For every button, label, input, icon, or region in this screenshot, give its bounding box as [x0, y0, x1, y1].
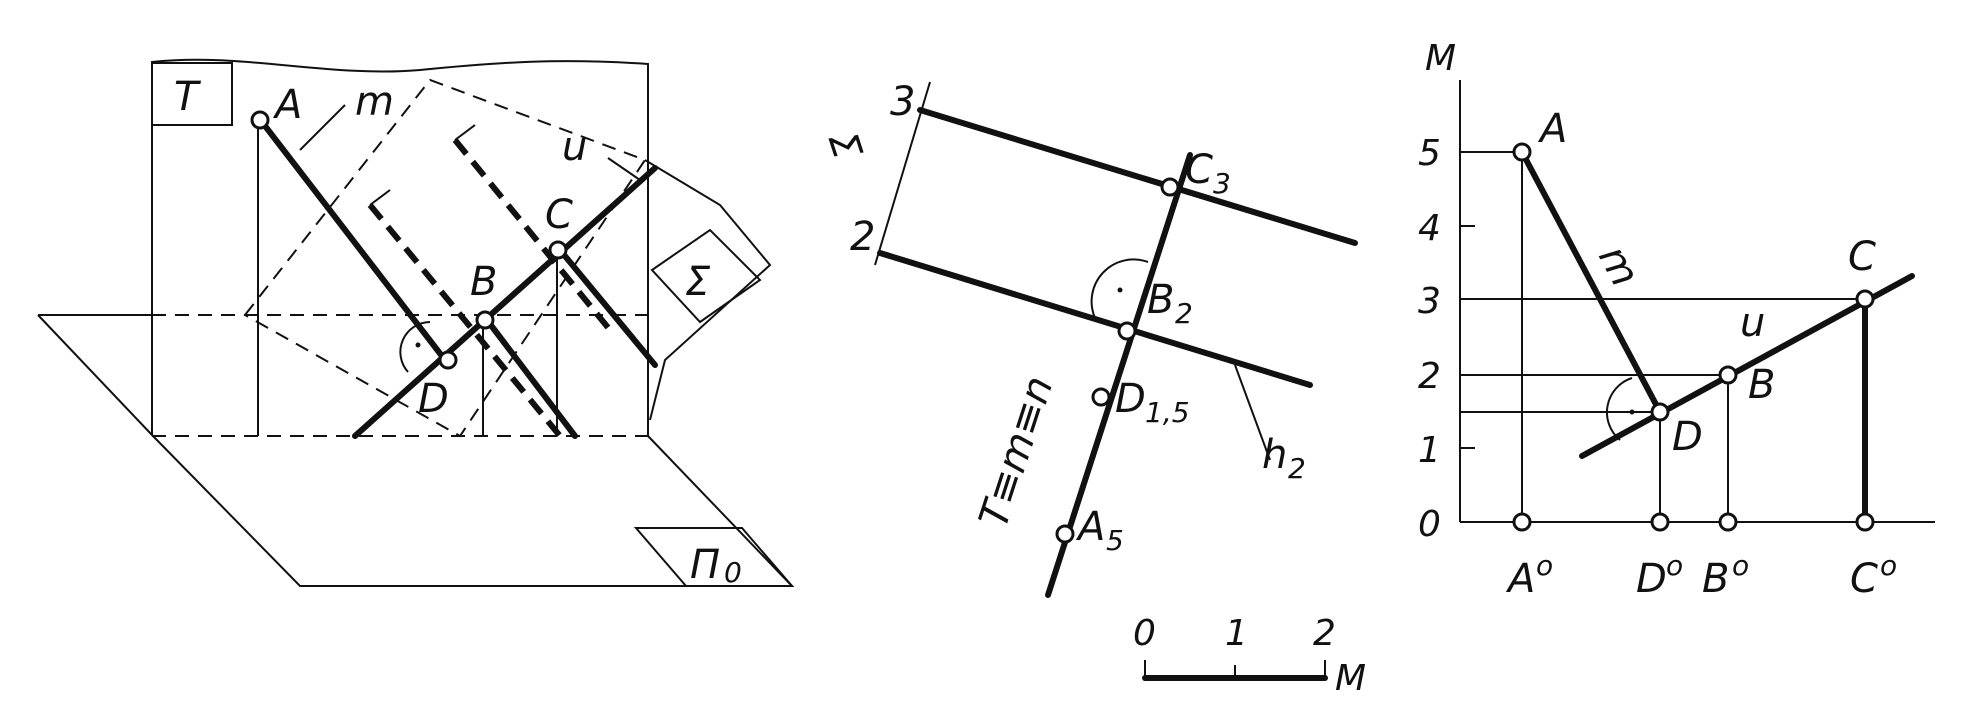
label-d0: D — [1636, 556, 1667, 602]
left-view: T Π 0 Σ — [37, 58, 795, 589]
plane-t-label: T — [174, 74, 202, 120]
label-c0-sup: o — [1880, 549, 1897, 582]
line-tmn — [1045, 152, 1193, 598]
line-u-right — [1579, 273, 1915, 459]
label-a0: A — [1505, 556, 1535, 602]
contour-2 — [877, 250, 1313, 388]
label-b2-sub: 2 — [1175, 297, 1193, 330]
y-label-5: 5 — [1418, 133, 1441, 174]
y-label-2: 2 — [1418, 356, 1441, 397]
scale-label-1: 1 — [1225, 613, 1248, 654]
label-d-right: D — [1672, 414, 1703, 460]
hidden-line-2 — [452, 138, 613, 332]
h2-leader — [1234, 364, 1271, 461]
scale-label-2: 2 — [1313, 613, 1336, 654]
label-m-left: m — [355, 79, 394, 125]
plane-pi-label: Π — [690, 542, 720, 588]
label-a0-sup: o — [1536, 549, 1553, 582]
label-c3-sub: 3 — [1213, 167, 1231, 200]
label-tmn: T≡m≡n — [971, 371, 1063, 533]
label-u-left: u — [562, 124, 587, 170]
point-a-left — [250, 110, 270, 130]
point-a0 — [1512, 512, 1532, 532]
point-b-right — [1718, 365, 1738, 385]
label-a5-sub: 5 — [1106, 524, 1124, 557]
plane-sigma-edge — [644, 159, 772, 421]
label-c0: C — [1850, 556, 1878, 602]
line-u-leader — [607, 157, 641, 181]
point-b-left — [475, 310, 495, 330]
plane-pi-subscript: 0 — [724, 556, 742, 589]
line-m — [259, 119, 448, 363]
contour-3 — [917, 107, 1358, 246]
line-b-edge — [484, 317, 578, 439]
level-2-label: 2 — [850, 214, 875, 260]
label-b0-sup: o — [1732, 549, 1749, 582]
right-angle-arc-mid — [1090, 258, 1149, 319]
right-angle-dot-left — [415, 342, 421, 348]
point-b0 — [1718, 512, 1738, 532]
scale-label-0: 0 — [1133, 613, 1156, 654]
plane-sigma-label: Σ — [685, 259, 711, 305]
tick-2 — [454, 124, 476, 141]
right-view: M 5 4 3 2 1 0 A B — [1418, 38, 1935, 602]
point-d-right — [1650, 402, 1670, 422]
label-c-left: C — [545, 192, 573, 238]
plane-pi-tag — [633, 527, 795, 587]
line-c-edge — [557, 247, 658, 368]
y-label-4: 4 — [1418, 208, 1441, 249]
right-angle-dot-right — [1629, 409, 1635, 415]
line-m-leader — [299, 104, 346, 151]
point-b2 — [1117, 321, 1137, 341]
plane-t-tag — [151, 62, 233, 126]
label-u-right: u — [1740, 300, 1765, 346]
label-d15-sub: 1,5 — [1145, 396, 1190, 429]
label-m-right: m — [1589, 238, 1648, 294]
right-angle-arc-left — [399, 321, 431, 373]
scale-unit: M — [1335, 658, 1366, 699]
right-angle-arc-right — [1606, 377, 1633, 441]
sigma-label: Σ — [819, 126, 871, 165]
line-m-right — [1519, 149, 1663, 415]
y-axis-unit: M — [1425, 38, 1456, 79]
label-d0-sup: o — [1666, 549, 1683, 582]
hidden-line-1 — [367, 203, 563, 438]
label-d-left: D — [418, 376, 449, 422]
point-d0 — [1650, 512, 1670, 532]
label-b2: B — [1147, 277, 1174, 323]
tick-1 — [369, 189, 391, 206]
middle-view: Σ 3 2 C 3 B 2 D 1,5 A 5 h 2 T≡m≡n — [819, 79, 1358, 598]
y-label-3: 3 — [1418, 281, 1441, 322]
y-label-1: 1 — [1418, 430, 1441, 471]
label-b-left: B — [470, 259, 497, 305]
point-a5 — [1055, 524, 1075, 544]
label-d15: D — [1115, 376, 1146, 422]
point-d-left — [438, 350, 458, 370]
level-3-label: 3 — [890, 79, 915, 125]
line-u — [352, 165, 658, 439]
label-a-right: A — [1537, 106, 1567, 152]
plane-pi-outline — [37, 314, 795, 587]
point-a-right — [1512, 142, 1532, 162]
point-c-right — [1855, 289, 1875, 309]
label-c3: C — [1185, 147, 1213, 193]
label-a5: A — [1075, 504, 1105, 550]
plane-sigma-tag — [650, 228, 762, 324]
point-d15 — [1091, 387, 1111, 407]
label-h2-sub: 2 — [1288, 452, 1306, 485]
point-c3 — [1160, 177, 1180, 197]
label-h2: h — [1262, 432, 1287, 478]
y-label-0: 0 — [1418, 504, 1441, 545]
right-angle-dot-mid — [1117, 287, 1123, 293]
plane-t-outline — [151, 58, 649, 436]
scale-bar: 0 1 2 M — [1133, 613, 1366, 699]
label-b0: B — [1702, 556, 1729, 602]
label-b-right: B — [1748, 362, 1775, 408]
label-a-left: A — [272, 82, 302, 128]
point-c0 — [1855, 512, 1875, 532]
label-c-right: C — [1848, 234, 1876, 280]
point-c-left — [548, 240, 568, 260]
